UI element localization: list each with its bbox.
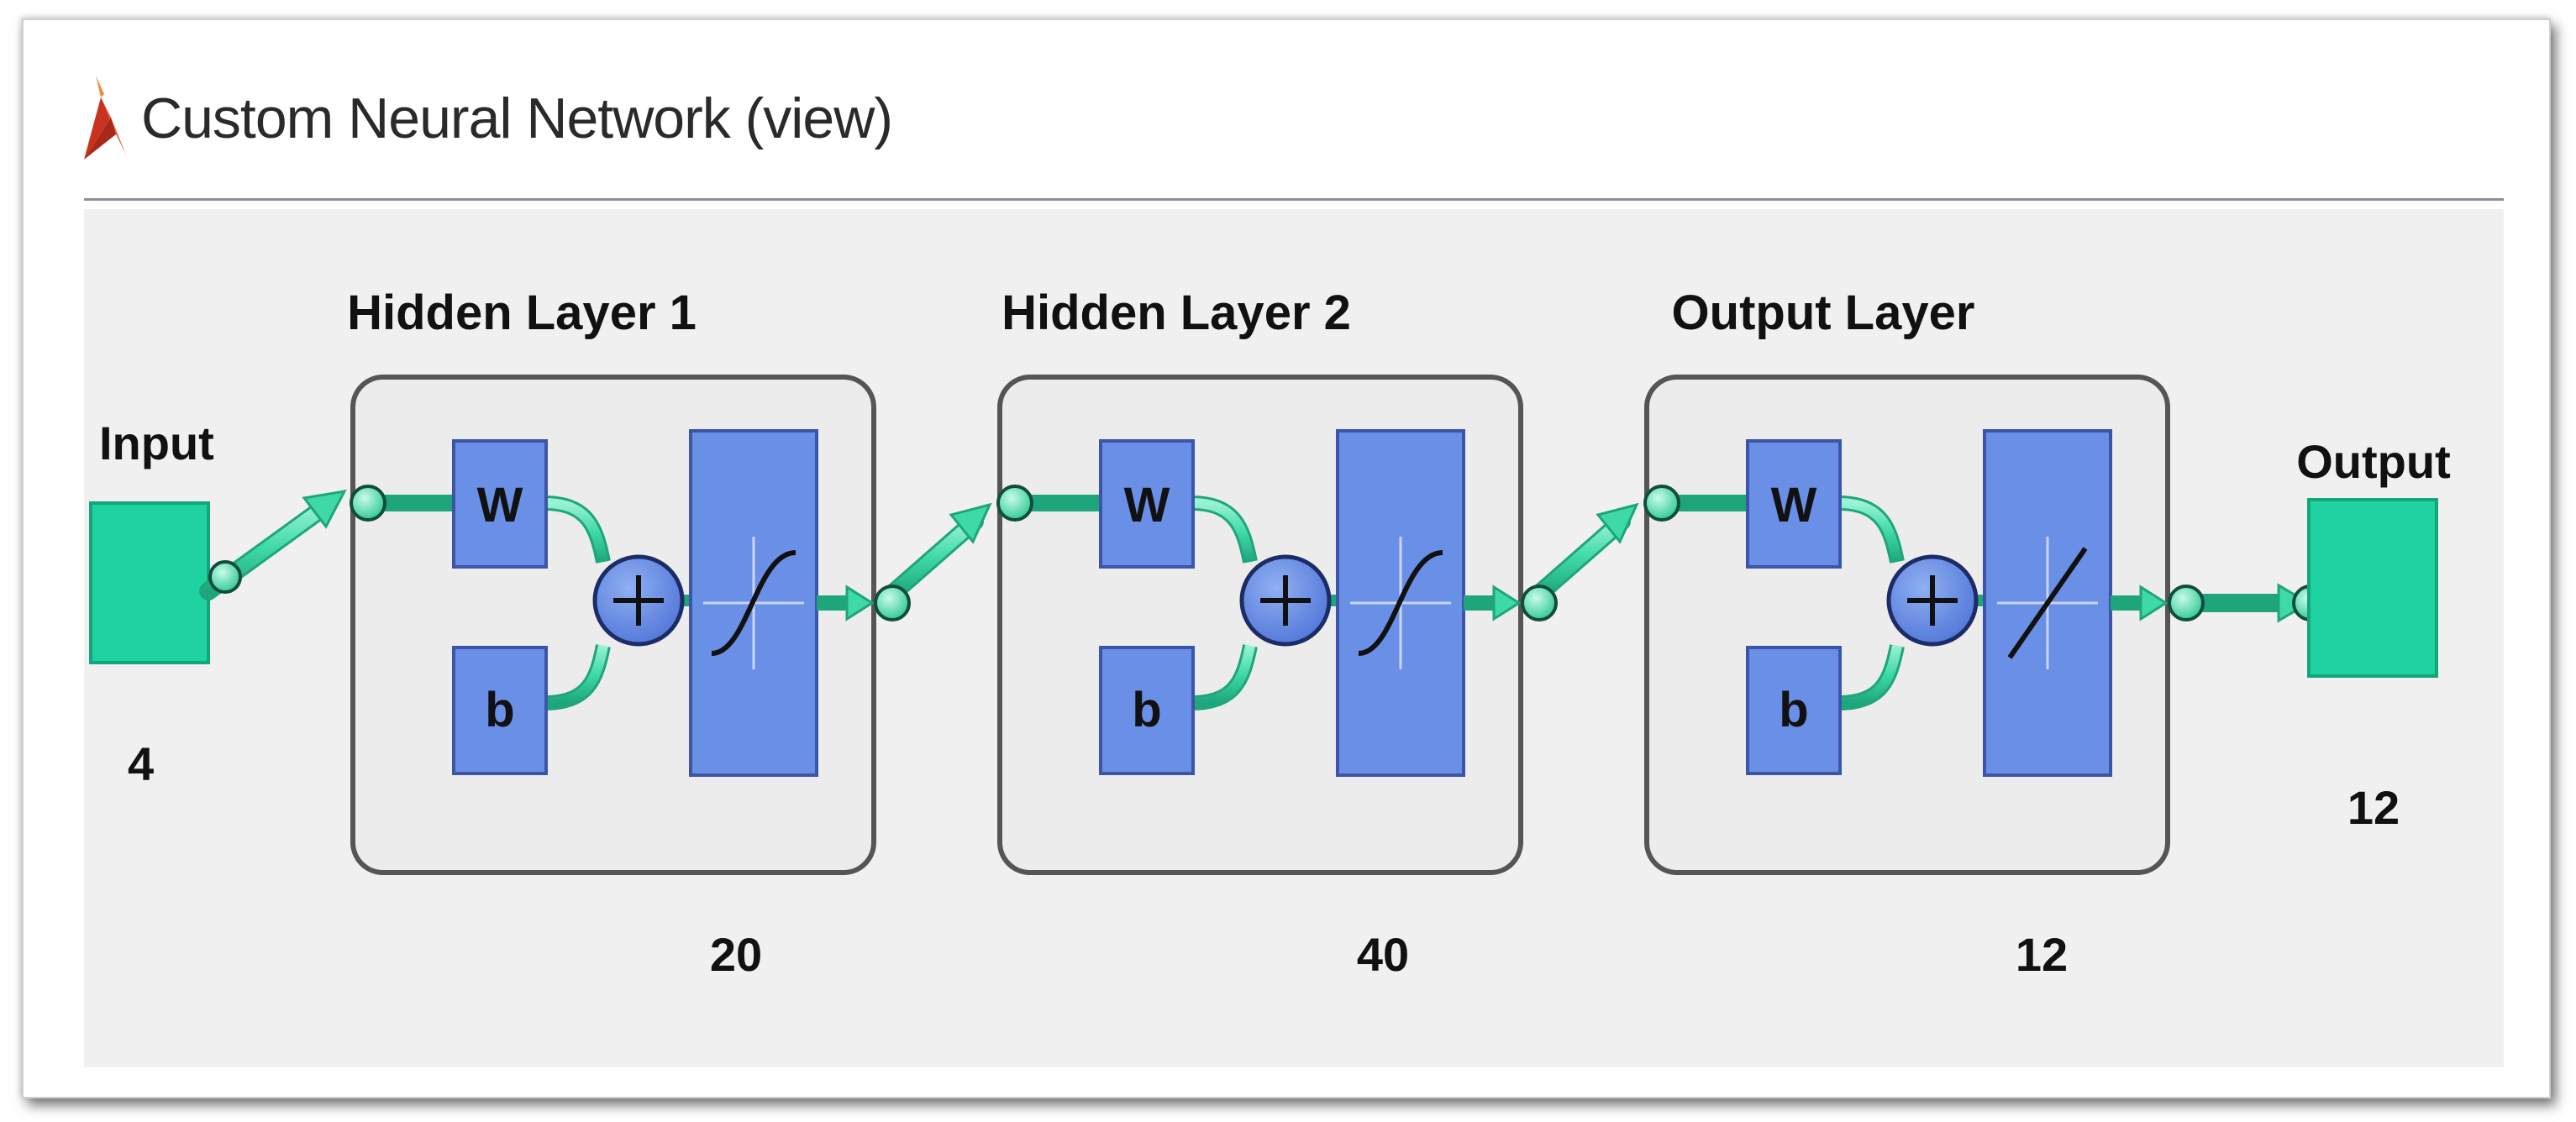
layer-2-bias-block [1099, 646, 1195, 775]
layer-1-weight-label: W [477, 478, 523, 532]
layer-3-size: 12 [2016, 928, 2068, 981]
layer-2-output-dot [1521, 585, 1558, 621]
title-separator [84, 198, 2504, 201]
network-view-window: Custom Neural Network (view) [22, 18, 2551, 1098]
layer-3-weight-label: W [1771, 478, 1817, 532]
diagram-canvas: Input 4 Hidden Layer 1 [84, 209, 2504, 1067]
layer-2-weight-label: W [1124, 478, 1170, 532]
layer-2-title: Hidden Layer 2 [1001, 286, 1351, 340]
layer-3-bias-label: b [1779, 683, 1808, 737]
input-label: Input [99, 417, 214, 469]
output-block [2307, 498, 2438, 678]
layer-1-bias-block [452, 646, 548, 775]
layer-2-size: 40 [1357, 928, 1409, 981]
layer-3-output-dot [2168, 585, 2205, 621]
layer-2: Hidden Layer 2 W b [996, 286, 1523, 981]
matlab-icon [84, 76, 126, 160]
layer-3-title: Output Layer [1672, 286, 1975, 340]
layer-3-transfer-purelin-icon [1983, 429, 2112, 777]
output-label: Output [2296, 435, 2450, 488]
layer-1-input-dot [350, 485, 386, 522]
layer-1-bias-label: b [485, 683, 514, 737]
layer-1-output-dot [874, 585, 911, 621]
input-block [89, 501, 210, 664]
layer-2-transfer-tansig-icon [1336, 429, 1465, 777]
connector-layer2-to-layer3 [1530, 502, 1639, 603]
layer-3-weight-block [1746, 439, 1842, 569]
connector-layer1-to-layer2 [883, 502, 992, 603]
layer-3-input-dot [1643, 485, 1680, 522]
output-size: 12 [2347, 781, 2400, 834]
window-title: Custom Neural Network (view) [141, 87, 893, 150]
layer-2-sum-icon [1239, 554, 1332, 647]
layer-2-input-dot [996, 485, 1033, 522]
layer-1-weight-block [452, 439, 548, 569]
layer-2-weight-block [1099, 439, 1195, 569]
title-bar: Custom Neural Network (view) [24, 20, 2549, 197]
layer-1-transfer-tansig-icon [689, 429, 818, 777]
input-port-dot [208, 560, 242, 594]
layer-2-bias-label: b [1132, 683, 1161, 737]
layer-1-sum-icon [592, 554, 685, 647]
layer-3: Output Layer W b [1643, 286, 2170, 981]
layer-3-bias-block [1746, 646, 1842, 775]
layer-1: Hidden Layer 1 W b [347, 286, 876, 981]
input-size: 4 [128, 737, 154, 790]
layer-3-sum-icon [1886, 554, 1979, 647]
network-diagram: Input 4 Hidden Layer 1 [89, 286, 2451, 981]
layer-1-size: 20 [710, 928, 762, 981]
layer-1-title: Hidden Layer 1 [347, 286, 697, 340]
